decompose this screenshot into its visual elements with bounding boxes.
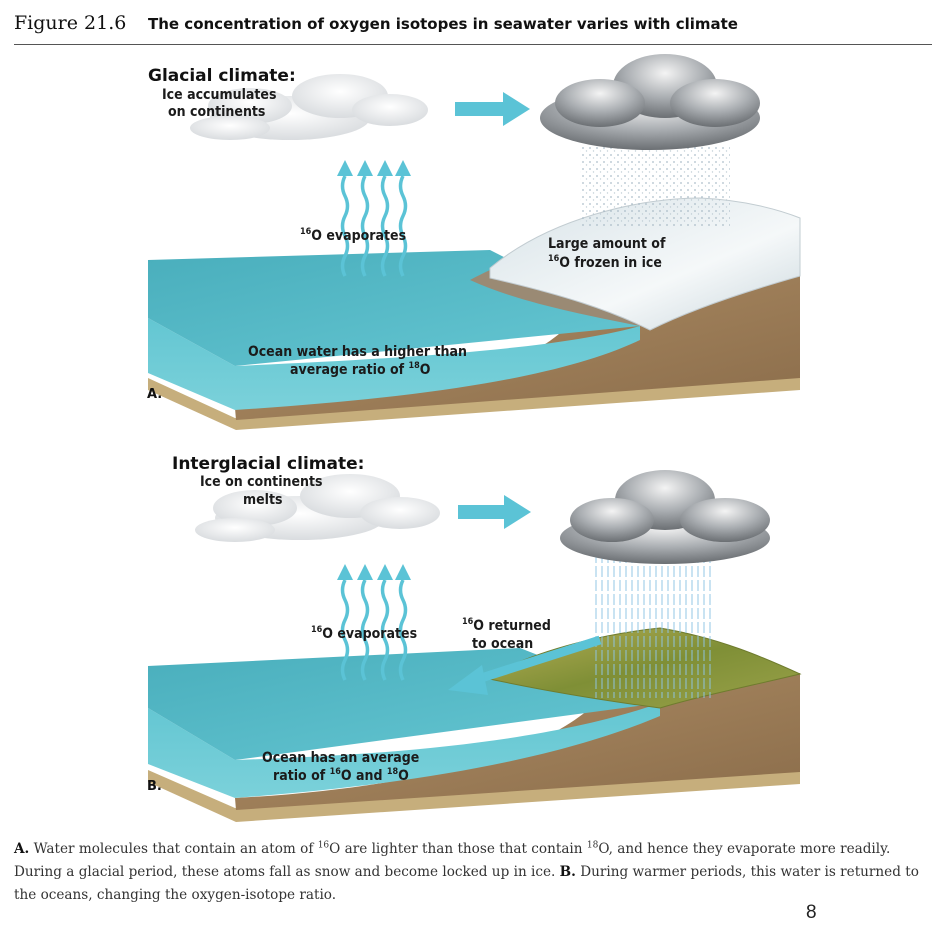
- caption-a-sup-1: 16: [317, 840, 330, 851]
- panel-a-ocean-label-1: Ocean water has a higher than: [248, 344, 467, 360]
- panel-b: Interglacial climate: Ice on continents …: [147, 454, 802, 822]
- panel-a-evaporates-label: 16O evaporates: [300, 227, 406, 244]
- isotope-diagram: Glacial climate: Ice accumulates on cont…: [147, 54, 802, 822]
- right-arrow-b: [458, 495, 531, 529]
- caption-a-sup-2: 18: [586, 840, 599, 851]
- sediment-layer-b: [148, 770, 800, 822]
- panel-a-label: A.: [147, 387, 162, 402]
- panel-a: Glacial climate: Ice accumulates on cont…: [147, 54, 801, 430]
- caption-a-text-3: O, and hence they evaporate more readily…: [14, 841, 891, 880]
- cloud-storm-a: [540, 54, 760, 150]
- figure-caption: A. Water molecules that contain an atom …: [14, 838, 936, 907]
- panel-a-ocean-label-2: average ratio of 18O: [290, 361, 431, 378]
- caption-a-text-2: O are lighter than those that contain: [329, 841, 587, 857]
- panel-b-ocean-label-2: ratio of 16O and 18O: [273, 767, 409, 784]
- panel-b-ocean-label-1: Ocean has an average: [262, 750, 419, 766]
- panel-b-heading: Interglacial climate:: [172, 454, 364, 474]
- ocean-side-a: [148, 318, 640, 410]
- right-arrow-a: [455, 92, 530, 126]
- panel-a-subheading-1: Ice accumulates: [162, 87, 276, 103]
- page-number: 8: [806, 902, 817, 923]
- rainfall-b: [595, 548, 715, 698]
- figure-number: Figure 21.6: [14, 12, 127, 34]
- panel-b-label: B.: [147, 779, 162, 794]
- panel-a-ice-label-2: 16O frozen in ice: [548, 254, 662, 271]
- panel-b-subheading-1: Ice on continents: [200, 474, 323, 490]
- panel-b-subheading-2: melts: [243, 492, 283, 508]
- panel-b-returned-label-1: 16O returned: [462, 617, 551, 634]
- caption-b-text: During warmer periods, this water is ret…: [14, 864, 919, 903]
- caption-a-text-1: Water molecules that contain an atom of: [29, 841, 318, 857]
- cloud-storm-b: [560, 470, 770, 564]
- panel-a-ice-label-1: Large amount of: [548, 236, 666, 252]
- caption-b-label: B.: [559, 864, 576, 880]
- figure-header: Figure 21.6 The concentration of oxygen …: [14, 10, 932, 45]
- snowfall-a: [580, 146, 730, 226]
- figure-title: The concentration of oxygen isotopes in …: [148, 15, 738, 33]
- return-arrow-b: [448, 635, 602, 695]
- panel-b-evaporates-label: 16O evaporates: [311, 625, 417, 642]
- panel-a-subheading-2: on continents: [168, 104, 265, 120]
- caption-a-label: A.: [14, 841, 30, 857]
- cloud-white-a: [190, 74, 428, 140]
- cloud-white-b: [195, 474, 440, 542]
- panel-a-heading: Glacial climate:: [148, 66, 296, 86]
- ocean-side-b: [148, 703, 660, 798]
- panel-b-returned-label-2: to ocean: [472, 636, 533, 652]
